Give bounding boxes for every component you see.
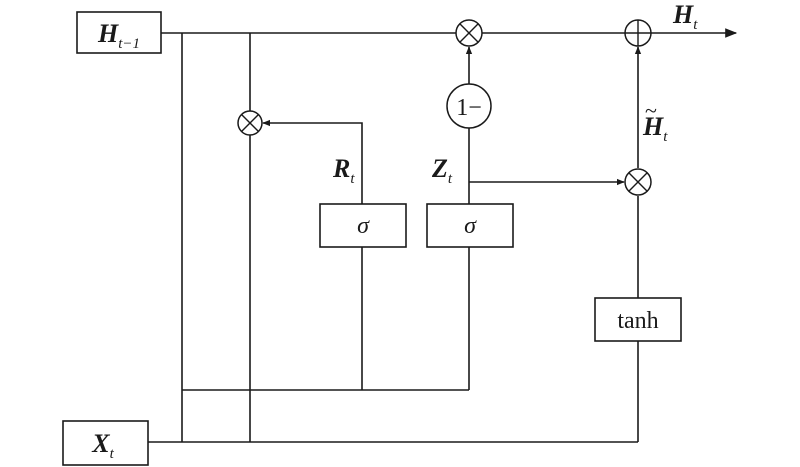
keep-multiply-node	[455, 19, 483, 47]
reset-gate-symbol: σ	[357, 213, 370, 239]
update-gate-box	[426, 203, 514, 248]
reset-multiply-node	[237, 110, 263, 136]
candidate-multiply-node	[624, 168, 652, 196]
one-minus-node: 1−	[446, 83, 492, 129]
reset-gate-label: Rt	[332, 154, 355, 187]
add-node	[624, 19, 652, 47]
one-minus-text: 1−	[456, 95, 482, 121]
candidate-label-text: Ht	[642, 112, 668, 145]
h-prev-box	[76, 11, 162, 54]
update-gate-label: Zt	[431, 154, 453, 187]
output-label: Ht	[672, 0, 698, 33]
reset-gate-output	[262, 119, 363, 204]
candidate-state-label: ~ Ht	[642, 98, 668, 145]
update-gate-symbol: σ	[464, 213, 477, 239]
x-input-label: Xt	[91, 429, 114, 462]
tanh-box	[594, 297, 682, 342]
candidate-tilde: ~	[645, 98, 657, 123]
x-input-box	[62, 420, 149, 466]
h-prev-label: Ht−1	[97, 19, 140, 52]
reset-gate-box	[319, 203, 407, 248]
tanh-text: tanh	[617, 308, 658, 334]
